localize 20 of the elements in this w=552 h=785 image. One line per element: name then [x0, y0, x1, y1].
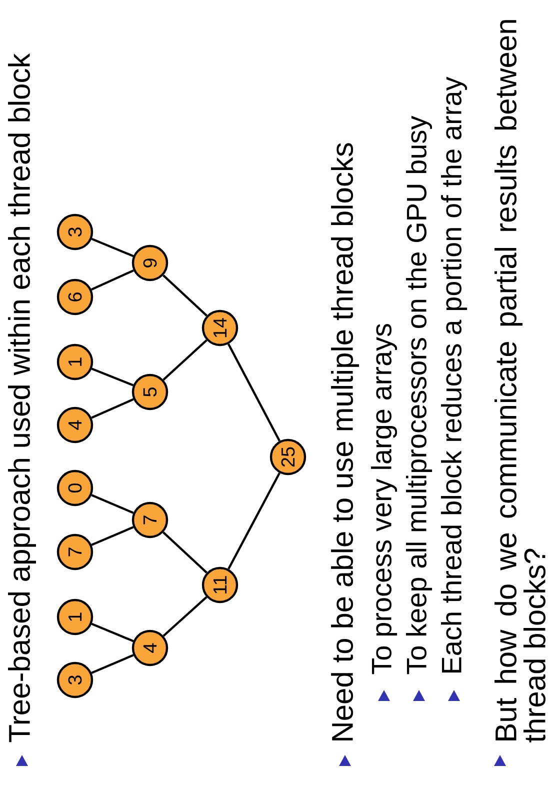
tree-line: [162, 596, 208, 637]
bullet-text: Each thread block reduces a portion of the array: [440, 76, 468, 672]
tree-line: [91, 654, 134, 674]
tree-line: [91, 398, 134, 419]
tree-line: [91, 368, 134, 386]
tree-line: [228, 472, 280, 570]
tree-line: [91, 526, 134, 546]
tree-line: [91, 269, 134, 291]
tree-line: [162, 339, 208, 381]
bullet-text: But how do we communicate partial results between thread blocks?: [494, 20, 546, 742]
tree-line: [227, 343, 281, 442]
tree-line: [91, 622, 134, 642]
bullet-text: Tree-based approach used within each thread block: [8, 53, 36, 742]
bullet-text: To keep all multiprocessors on the GPU busy: [406, 116, 432, 674]
tree-line: [91, 238, 134, 258]
tree-line: [91, 494, 134, 514]
tree-line: [162, 532, 208, 574]
tree-line: [162, 274, 208, 316]
bullet-text: To process very large arrays: [370, 324, 398, 674]
bullet-text: Need to be able to use multiple thread blocks: [331, 143, 359, 740]
